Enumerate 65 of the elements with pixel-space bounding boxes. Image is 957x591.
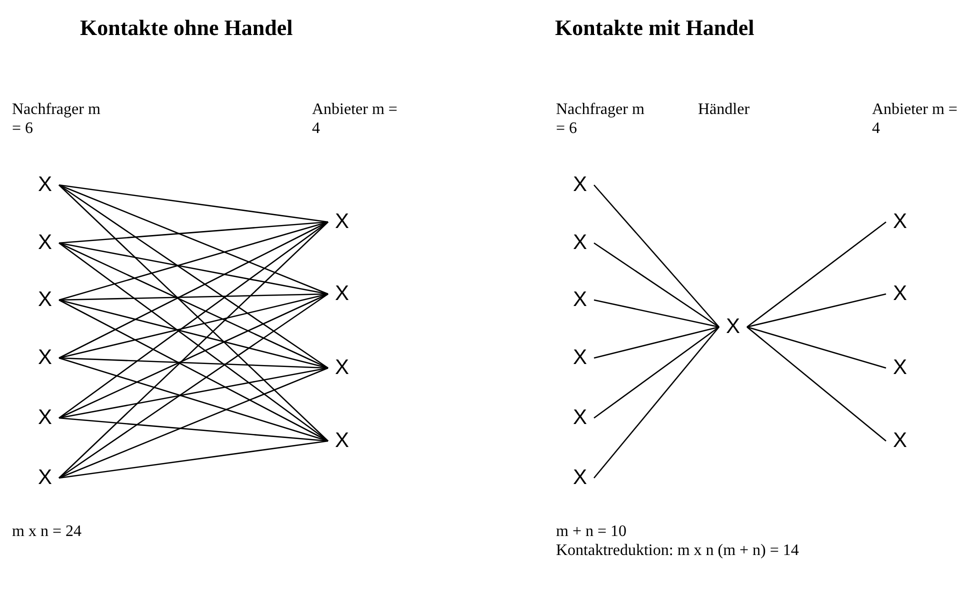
connector-line bbox=[58, 357, 328, 442]
node-mark: X bbox=[721, 314, 745, 340]
connector-line bbox=[58, 184, 328, 369]
formula: Kontaktreduktion: m x n (m + n) = 14 bbox=[556, 541, 799, 560]
connector-line bbox=[746, 326, 886, 369]
node-mark: X bbox=[568, 287, 592, 313]
group-label: Anbieter m = 4 bbox=[872, 100, 957, 138]
connector-line bbox=[58, 293, 328, 301]
formula: m + n = 10 bbox=[556, 522, 626, 541]
connector-line bbox=[58, 367, 328, 419]
node-mark: X bbox=[330, 209, 354, 235]
connector-line bbox=[746, 293, 886, 328]
node-mark: X bbox=[330, 355, 354, 381]
connector-line bbox=[58, 293, 328, 359]
node-mark: X bbox=[568, 172, 592, 198]
connector-line bbox=[746, 221, 886, 328]
formula: m x n = 24 bbox=[12, 522, 82, 541]
node-mark: X bbox=[568, 230, 592, 256]
node-mark: X bbox=[888, 209, 912, 235]
connector-line bbox=[58, 440, 328, 479]
connector-line bbox=[58, 221, 328, 419]
connector-line bbox=[594, 242, 720, 328]
connector-line bbox=[594, 326, 720, 359]
panel-heading: Kontakte mit Handel bbox=[555, 18, 754, 37]
group-label: Anbieter m = 4 bbox=[312, 100, 398, 138]
connector-line bbox=[58, 221, 328, 244]
node-mark: X bbox=[33, 465, 57, 491]
connector-line bbox=[594, 299, 720, 328]
node-mark: X bbox=[330, 428, 354, 454]
connector-line bbox=[58, 242, 328, 369]
connector-line bbox=[58, 221, 328, 359]
connector-line bbox=[58, 299, 328, 369]
connector-line bbox=[746, 326, 886, 442]
group-label: Händler bbox=[698, 100, 751, 119]
node-mark: X bbox=[888, 281, 912, 307]
node-mark: X bbox=[568, 345, 592, 371]
connector-line bbox=[58, 299, 328, 442]
connector-line bbox=[594, 326, 720, 419]
connector-line bbox=[594, 326, 720, 478]
group-label: Nachfrager m = 6 bbox=[556, 100, 646, 138]
node-mark: X bbox=[888, 428, 912, 454]
node-mark: X bbox=[33, 345, 57, 371]
connector-line bbox=[58, 293, 328, 479]
connector-line bbox=[58, 293, 328, 419]
connector-line bbox=[58, 184, 328, 442]
connector-line bbox=[58, 221, 328, 301]
node-mark: X bbox=[568, 465, 592, 491]
connector-line bbox=[58, 184, 328, 295]
connector-line bbox=[58, 417, 328, 442]
connector-line bbox=[594, 184, 720, 328]
panel-heading: Kontakte ohne Handel bbox=[80, 18, 293, 37]
connector-line bbox=[58, 367, 328, 479]
connector-line bbox=[58, 242, 328, 442]
connector-line bbox=[58, 222, 328, 478]
node-mark: X bbox=[33, 405, 57, 431]
node-mark: X bbox=[568, 405, 592, 431]
node-mark: X bbox=[888, 355, 912, 381]
node-mark: X bbox=[33, 172, 57, 198]
connector-line bbox=[58, 357, 328, 369]
node-mark: X bbox=[330, 281, 354, 307]
node-mark: X bbox=[33, 287, 57, 313]
connector-line bbox=[58, 242, 328, 295]
node-mark: X bbox=[33, 230, 57, 256]
group-label: Nachfrager m = 6 bbox=[12, 100, 102, 138]
connector-line bbox=[58, 184, 328, 223]
